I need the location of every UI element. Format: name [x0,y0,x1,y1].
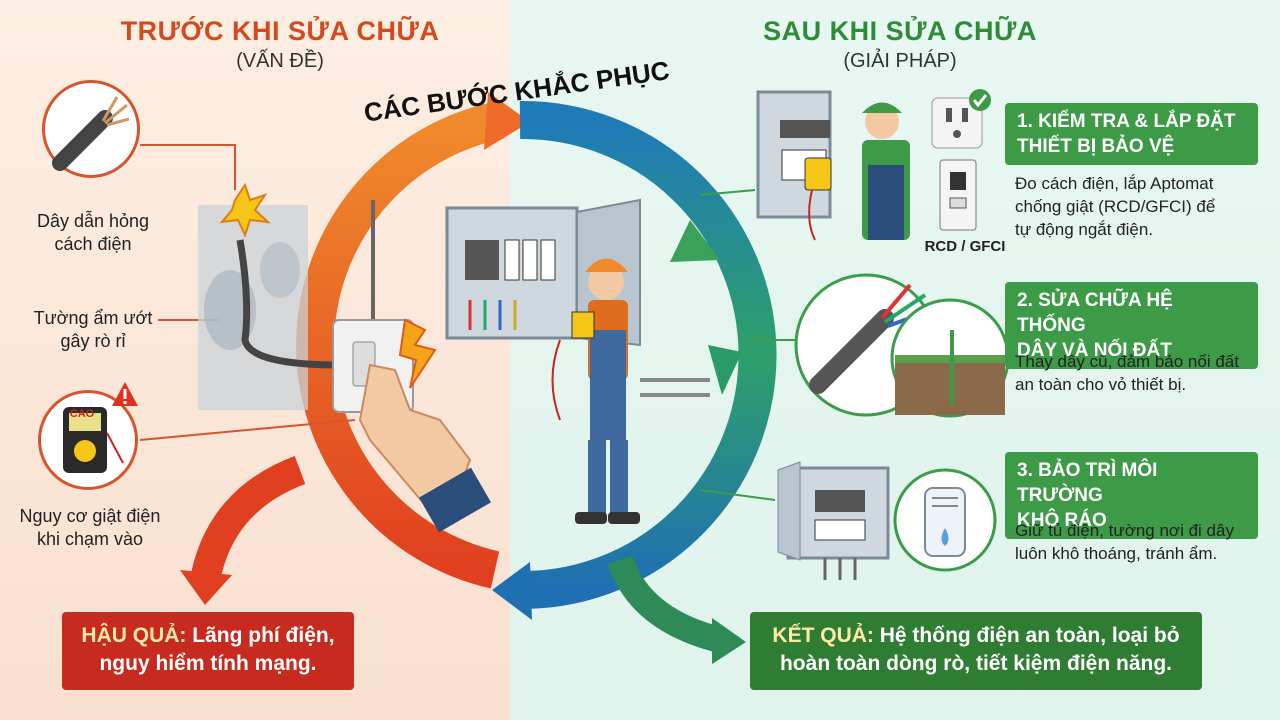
consequence-line2: nguy hiểm tính mạng. [99,652,317,675]
warning-icon [112,382,138,406]
meter-reading-label: CAO [69,408,95,420]
outcome-key: KẾT QUẢ: [772,624,874,647]
step3-panel [786,466,890,560]
arrow-to-outcome-head [712,618,746,664]
outcome-box: KẾT QUẢ: Hệ thống điện an toàn, loại bỏ … [750,612,1202,690]
after-title: SAU KHI SỬA CHỮA [763,16,1037,46]
consequence-box: HẬU QUẢ: Lãng phí điện, nguy hiểm tính m… [62,612,354,690]
outlet-icon [931,97,983,149]
arrow-to-consequence-head [180,570,232,605]
check-icon [969,89,991,111]
arrow-to-outcome [607,555,724,653]
wire-damage-circle [42,80,140,178]
arc-right-arrowhead-top [670,220,720,262]
after-subtitle: (GIẢI PHÁP) [843,50,957,72]
arc-left-arrowhead [484,92,530,150]
step-1-title: 1. KIỂM TRA & LẮP ĐẶT THIẾT BỊ BẢO VỆ [1005,103,1258,165]
arc-right-arrowhead-bottom [492,562,532,620]
spark-icon [219,182,271,238]
step-3-description: Giữ tủ điện, tường nơi đi dây luôn khô t… [1015,521,1234,563]
connector-wire [140,144,236,190]
rcd-label: RCD / GFCI [924,238,1006,255]
problem-1-label: Dây dẫn hỏng cách điện [36,211,150,254]
before-title: TRƯỚC KHI SỬA CHỮA [120,16,440,46]
consequence-key: HẬU QUẢ: [81,624,187,647]
center-worker-head [588,264,624,300]
arc-left [296,101,504,589]
damaged-wire [236,239,341,369]
before-subtitle: (VẤN ĐỀ) [236,50,324,72]
rcd-device-icon [939,159,977,231]
arc-right [519,100,777,609]
connector-meter [139,419,356,441]
step-2-title: 2. SỬA CHỮA HỆ THỐNG DÂY VÀ NỐI ĐẤT [1005,282,1258,369]
connector-step1 [699,189,756,196]
multimeter-icon [63,407,124,473]
lightning-icon [398,318,437,389]
outcome-line1: Hệ thống điện an toàn, loại bỏ [873,624,1180,647]
arrow-to-consequence [190,455,306,584]
problem-3-label: Nguy cơ giật điện khi chạm vào [19,506,161,549]
problem-2-label: Tường ẩm ướt gây rò rỉ [33,308,153,351]
arc-right-arrowhead-mid [708,345,742,395]
multimeter-circle [38,390,138,490]
connector-step3 [699,489,776,501]
step-2-description: Thay dây cũ, đảm bảo nối đất an toàn cho… [1015,352,1239,394]
step-3-title: 3. BẢO TRÌ MÔI TRƯỜNG KHÔ RÁO [1005,452,1258,539]
outcome-line2: hoàn toàn dòng rò, tiết kiệm điện năng. [779,652,1172,675]
consequence-line1: Lãng phí điện, [186,624,335,647]
step-1-description: Đo cách điện, lắp Aptomat chống giật (RC… [1015,174,1216,239]
frayed-wire-icon [52,96,130,171]
